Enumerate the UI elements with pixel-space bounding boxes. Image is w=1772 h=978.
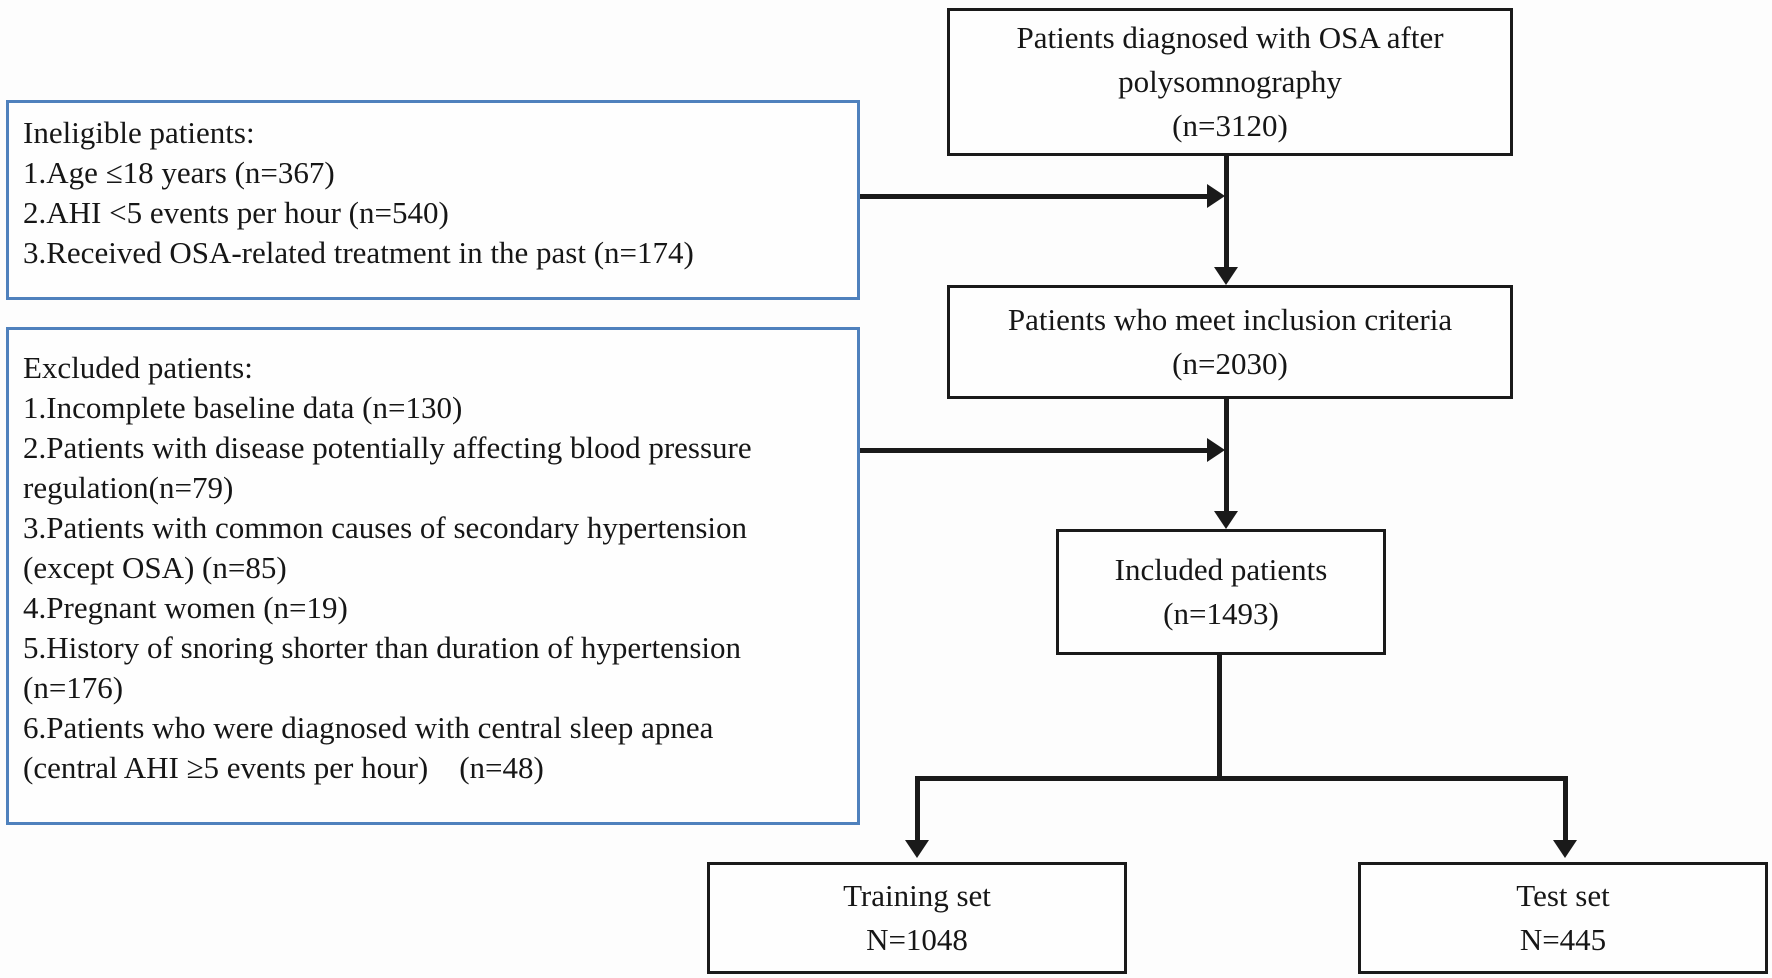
arrow-inclusion-to-included-head bbox=[1214, 511, 1238, 529]
arrow-diagnosed-to-inclusion-head bbox=[1214, 267, 1238, 285]
branch-horizontal-line bbox=[915, 776, 1568, 781]
box-included: Included patients (n=1493) bbox=[1056, 529, 1386, 655]
box-inclusion-text: Patients who meet inclusion criteria (n=… bbox=[1007, 302, 1453, 381]
box-training-set: Training set N=1048 bbox=[707, 862, 1127, 974]
arrow-excluded-line bbox=[860, 448, 1210, 453]
arrow-included-to-branch-line bbox=[1217, 655, 1222, 780]
box-test-set: Test set N=445 bbox=[1358, 862, 1768, 974]
arrow-inclusion-to-included-line bbox=[1224, 399, 1229, 511]
box-ineligible: Ineligible patients: 1.Age ≤18 years (n=… bbox=[6, 100, 860, 300]
branch-left-drop-head bbox=[905, 840, 929, 858]
branch-left-drop-line bbox=[915, 776, 920, 842]
branch-right-drop-head bbox=[1553, 840, 1577, 858]
box-excluded-text: Excluded patients: 1.Incomplete baseline… bbox=[23, 350, 752, 785]
arrow-diagnosed-to-inclusion-line bbox=[1224, 156, 1229, 269]
box-diagnosed-text: Patients diagnosed with OSA after polyso… bbox=[1016, 20, 1444, 143]
box-training-set-text: Training set N=1048 bbox=[843, 878, 991, 957]
branch-right-drop-line bbox=[1563, 776, 1568, 842]
arrow-excluded-head bbox=[1207, 438, 1225, 462]
box-ineligible-text: Ineligible patients: 1.Age ≤18 years (n=… bbox=[23, 115, 694, 270]
arrow-ineligible-line bbox=[860, 194, 1210, 199]
box-inclusion: Patients who meet inclusion criteria (n=… bbox=[947, 285, 1513, 399]
box-diagnosed: Patients diagnosed with OSA after polyso… bbox=[947, 8, 1513, 156]
arrow-ineligible-head bbox=[1207, 184, 1225, 208]
box-excluded: Excluded patients: 1.Incomplete baseline… bbox=[6, 327, 860, 825]
box-test-set-text: Test set N=445 bbox=[1516, 878, 1610, 957]
box-included-text: Included patients (n=1493) bbox=[1114, 552, 1328, 631]
